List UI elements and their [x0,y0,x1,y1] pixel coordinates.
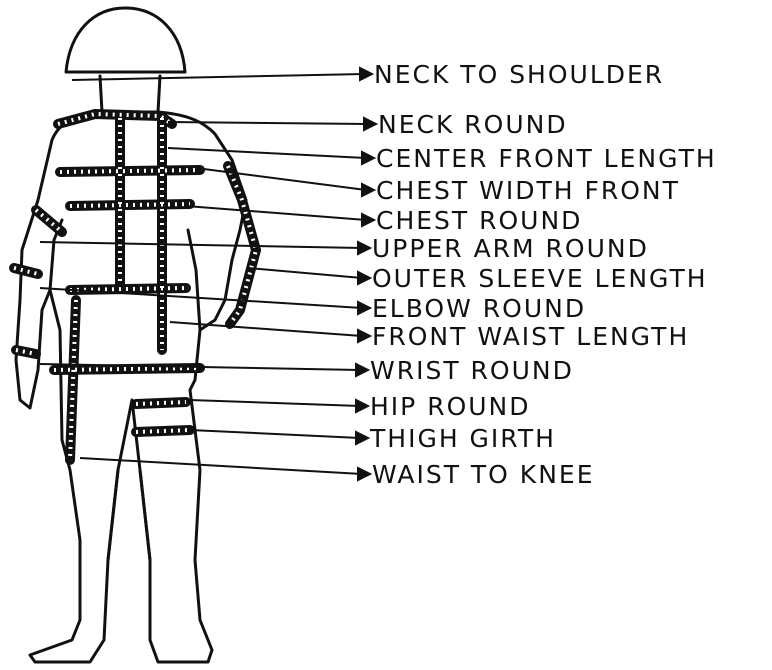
arrow-head-icon [356,432,368,444]
arrow-head-icon [358,302,370,314]
measurement-label: CENTER FRONT LENGTH [376,146,717,171]
neck-outline [100,76,160,112]
leader-line [40,288,362,308]
leader-line [196,168,366,190]
torso-outline [16,112,246,662]
leader-line [40,242,362,248]
measurement-label: NECK ROUND [378,112,568,137]
measurement-label: ELBOW ROUND [372,296,586,321]
arrow-head-icon [358,242,370,254]
leader-line [190,400,360,406]
leader-line [248,268,362,278]
measurement-label: UPPER ARM ROUND [372,236,649,261]
measurement-label: OUTER SLEEVE LENGTH [372,266,708,291]
leader-line [72,74,364,80]
measurement-label: WAIST TO KNEE [372,462,595,487]
measurement-label: HIP ROUND [370,394,531,419]
arrow-head-icon [362,152,374,164]
arrow-head-icon [356,364,368,376]
measurement-label: CHEST ROUND [376,208,582,233]
arrow-head-icon [358,330,370,342]
leader-line [190,430,360,438]
arrow-head-icon [362,214,374,226]
arrow-head-icon [362,184,374,196]
measurement-label: NECK TO SHOULDER [374,62,664,87]
arrow-head-icon [360,68,372,80]
leader-line [80,458,362,474]
measurement-label: FRONT WAIST LENGTH [372,324,689,349]
leader-line [168,122,368,124]
leader-line [186,206,366,220]
head-outline [66,8,185,72]
arrow-head-icon [364,118,376,130]
wrist-band [16,350,36,354]
measurement-label: CHEST WIDTH FRONT [376,178,680,203]
thigh-band [136,402,190,432]
leader-line [168,148,366,158]
measurement-label: WRIST ROUND [370,358,574,383]
measurement-label: THIGH GIRTH [370,426,556,451]
side-leg-band [70,300,76,460]
arrow-head-icon [358,272,370,284]
chest-round-band [70,204,190,206]
inner-leg-line [108,470,150,560]
arrow-head-icon [358,468,370,480]
arrow-head-icon [356,400,368,412]
